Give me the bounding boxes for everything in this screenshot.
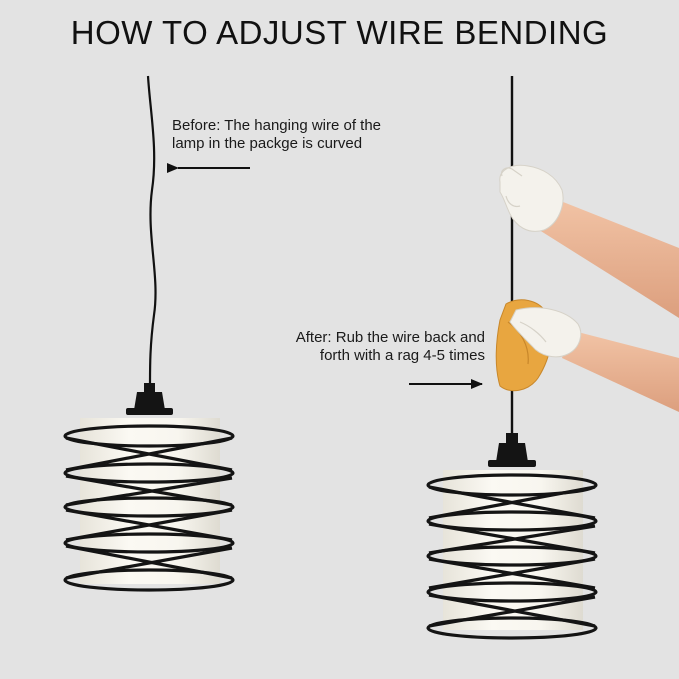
- curved-wire: [146, 75, 157, 386]
- before-caption-line2: lamp in the packge is curved: [172, 135, 363, 152]
- after-caption: After: Rub the wire back and forth with …: [296, 329, 485, 365]
- left-pendant-lamp: [63, 383, 235, 592]
- before-caption-line1: Before: The hanging wire of the: [172, 117, 382, 134]
- before-caption: Before: The hanging wire of the lamp in …: [172, 117, 381, 153]
- after-caption-line2: forth with a rag 4-5 times: [319, 347, 485, 364]
- after-caption-line1: After: Rub the wire back and: [295, 329, 485, 346]
- upper-gloved-hand: [499, 164, 679, 318]
- right-pendant-lamp: [426, 433, 598, 640]
- page-title: HOW TO ADJUST WIRE BENDING: [70, 14, 609, 51]
- lower-gloved-hand-with-rag: [495, 299, 679, 412]
